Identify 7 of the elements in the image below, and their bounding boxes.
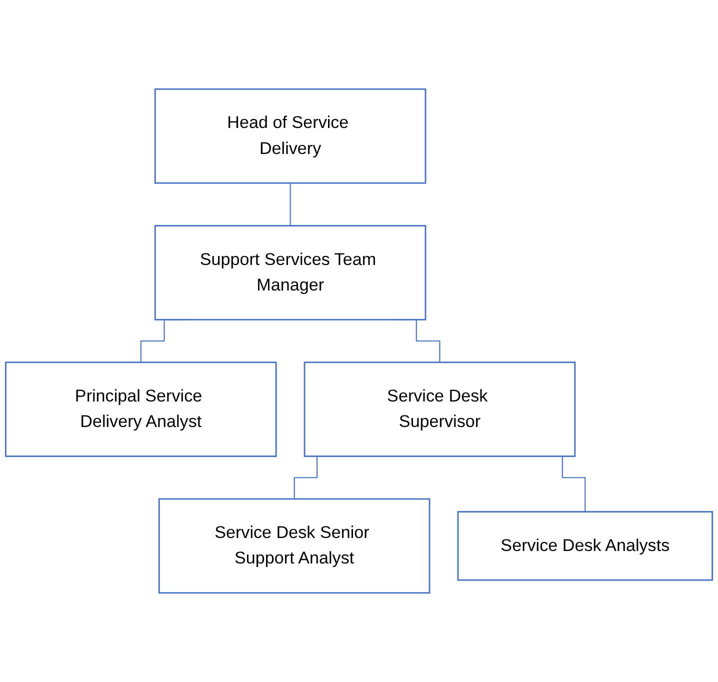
node-box: Support Services Team Manager xyxy=(154,225,426,320)
node-box: Service Desk Supervisor xyxy=(304,362,576,457)
node-box: Head of Service Delivery xyxy=(154,88,426,184)
node-box: Service Desk Senior Support Analyst xyxy=(158,498,430,594)
connector xyxy=(290,182,291,226)
node-box: Service Desk Analysts xyxy=(457,511,714,581)
node-box: Principal Service Delivery Analyst xyxy=(4,362,277,457)
